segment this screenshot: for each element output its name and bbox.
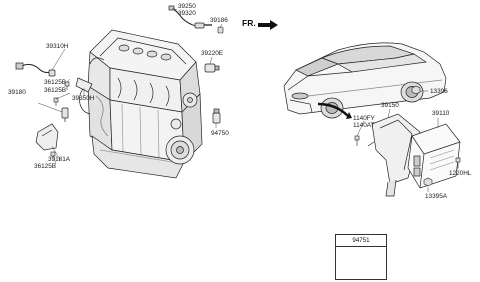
oxygen-sensor (168, 5, 212, 29)
sensor-39180 (61, 107, 69, 122)
leader-lines-ecu (356, 90, 459, 192)
part-label-13395a: 13395A (425, 193, 448, 200)
washer-39186 (217, 26, 224, 34)
front-arrow-icon (258, 20, 278, 30)
part-label-39186: 39186 (210, 17, 228, 24)
sensor-94750 (212, 108, 221, 124)
part-label-39220e: 39220E (201, 50, 224, 57)
part-label-36125b-upper: 36125B (44, 79, 67, 86)
bolt-1220hl (455, 157, 461, 168)
part-label-94750: 94750 (211, 130, 229, 137)
part-label-39320: 39320 (178, 10, 196, 17)
part-label-36125b-lower: 36125B (34, 163, 57, 170)
bolt-1140fy (354, 135, 360, 146)
shield-39181a (35, 123, 59, 151)
part-label-1140fy: 1140FY (353, 115, 375, 122)
part-label-39350h: 39350H (72, 95, 95, 102)
sensor-39310h (15, 62, 56, 77)
parts-box-title: 94751 (336, 235, 386, 247)
part-label-39250: 39250 (178, 3, 196, 10)
ecu-module (407, 123, 461, 189)
engine-block (79, 29, 203, 179)
part-label-39180: 39180 (8, 89, 26, 96)
vehicle-illustration (283, 42, 447, 119)
part-label-1220hl: 1220HL (449, 170, 472, 177)
direction-label: FR. (242, 18, 256, 28)
part-label-36125b-mid: 36125B (44, 87, 67, 94)
bracket-39350h (75, 77, 93, 93)
bolt-36125b-mid (53, 97, 59, 106)
sensor-39220e (204, 63, 220, 73)
part-label-1140at: 1140AT (353, 122, 375, 129)
leader-lines-engine (37, 7, 223, 165)
parts-box-94751: 94751 (335, 234, 387, 280)
nut-13396 (411, 85, 421, 95)
part-label-39110: 39110 (432, 110, 450, 117)
part-label-39310h: 39310H (46, 43, 69, 50)
part-label-39150: 39150 (381, 102, 399, 109)
part-label-13396: 13396 (430, 88, 448, 95)
location-arrow-icon (317, 102, 352, 119)
part-label-39181a: 39181A (48, 156, 71, 163)
nut-13395a (423, 177, 433, 187)
